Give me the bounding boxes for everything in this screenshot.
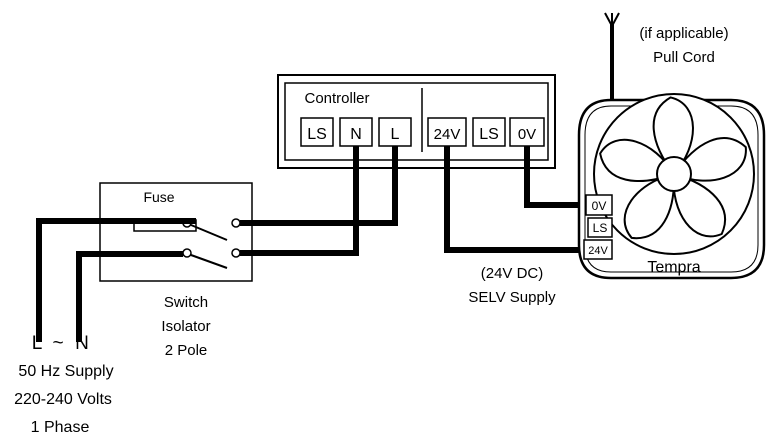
svg-text:LS: LS xyxy=(307,126,327,143)
svg-text:24V: 24V xyxy=(588,245,608,257)
cable-switch-to-l xyxy=(240,146,398,226)
switch-blade-top xyxy=(190,224,228,241)
supply-line-label: L xyxy=(32,333,43,354)
cable-selv-0v xyxy=(524,146,585,208)
controller-terminal-0v: 0V xyxy=(509,117,545,147)
fan-blades xyxy=(599,96,747,240)
pull-cord-caption-2: Pull Cord xyxy=(653,49,715,66)
controller-box: Controller LS N L 24V LS xyxy=(277,74,556,169)
supply-caption-3: 1 Phase xyxy=(31,419,90,436)
svg-text:0V: 0V xyxy=(518,126,536,143)
cable-switch-to-n xyxy=(240,146,359,256)
svg-text:N: N xyxy=(350,126,362,143)
isolator-caption-3: 2 Pole xyxy=(165,342,208,359)
supply-tilde-label: ~ xyxy=(52,333,63,354)
controller-terminal-n: N xyxy=(339,117,373,147)
isolator-box: Fuse xyxy=(99,182,253,282)
selv-caption-2: SELV Supply xyxy=(468,289,556,306)
isolator-caption-1: Switch xyxy=(164,294,208,311)
supply-caption-1: 50 Hz Supply xyxy=(18,363,113,380)
cable-supply-line xyxy=(36,218,196,342)
isolator-caption-2: Isolator xyxy=(161,318,210,335)
fuse-label: Fuse xyxy=(143,189,174,205)
fan-hub xyxy=(656,156,692,192)
pull-cord-caption-1: (if applicable) xyxy=(639,25,728,42)
svg-text:24V: 24V xyxy=(434,126,461,143)
fan-terminal-ls: LS xyxy=(587,217,613,238)
switch-blade-bottom xyxy=(190,254,228,269)
controller-title: Controller xyxy=(304,90,369,107)
cable-selv-24v xyxy=(444,146,585,253)
svg-text:L: L xyxy=(391,126,400,143)
controller-terminal-ls: LS xyxy=(300,117,334,147)
cable-supply-neutral xyxy=(76,251,183,342)
supply-neutral-label: N xyxy=(75,333,89,354)
selv-caption-1: (24V DC) xyxy=(481,265,544,282)
supply-caption-2: 220-240 Volts xyxy=(14,391,112,408)
controller-terminal-ls-2: LS xyxy=(472,117,506,147)
controller-terminal-l: L xyxy=(378,117,412,147)
fan-name: Tempra xyxy=(647,259,700,276)
svg-text:LS: LS xyxy=(479,126,499,143)
fan-terminal-24v: 24V xyxy=(583,239,613,260)
fan-unit: (if applicable) Pull Cord 0V xyxy=(577,12,766,280)
svg-text:LS: LS xyxy=(593,221,608,235)
fan-terminal-0v: 0V xyxy=(585,194,613,216)
controller-terminal-24v: 24V xyxy=(427,117,467,147)
svg-text:0V: 0V xyxy=(592,199,607,213)
cables xyxy=(36,146,585,342)
